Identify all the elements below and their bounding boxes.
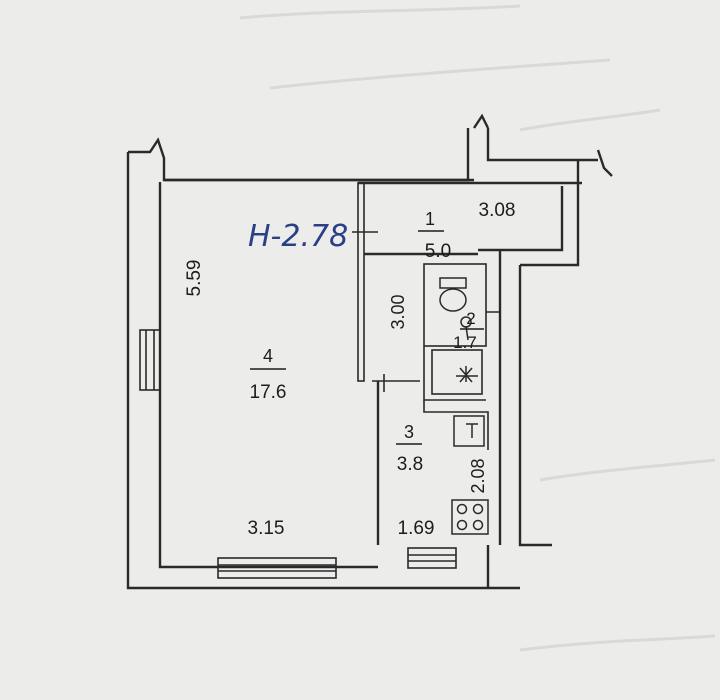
bottom-window-kitchen bbox=[407, 547, 457, 569]
room-4-number: 4 bbox=[263, 346, 273, 366]
room-4-length-dimension: 5.59 bbox=[184, 260, 205, 297]
room-3: 3 3.8 2.08 1.69 bbox=[396, 422, 488, 539]
room-4: 4 17.6 5.59 3.15 bbox=[184, 260, 286, 539]
room-2-area: 1.7 bbox=[453, 333, 477, 352]
kitchen-sink-icon bbox=[456, 366, 478, 383]
bottom-window-room4 bbox=[217, 557, 337, 579]
room-3-number: 3 bbox=[404, 422, 414, 442]
room-3-length-dimension: 2.08 bbox=[468, 458, 488, 493]
room-4-width-dimension: 3.15 bbox=[248, 518, 285, 539]
interior-walls bbox=[352, 182, 501, 545]
background-marks bbox=[239, 4, 716, 652]
toilet-icon bbox=[439, 277, 467, 312]
room-2-number: 2 bbox=[466, 309, 475, 328]
left-window bbox=[139, 329, 161, 391]
outer-walls bbox=[126, 113, 613, 590]
room-3-area: 3.8 bbox=[397, 454, 423, 475]
room-1-number: 1 bbox=[425, 209, 435, 229]
room-2-length-dimension: 3.00 bbox=[388, 294, 408, 329]
room-1: 1 5.0 3.08 bbox=[418, 200, 515, 262]
stove-icon bbox=[451, 499, 489, 535]
room-2: 2 1.7 3.00 bbox=[388, 294, 484, 352]
counter-icon bbox=[453, 415, 485, 447]
ceiling-height-note: H-2.78 bbox=[248, 219, 348, 254]
room-3-width-dimension: 1.69 bbox=[398, 518, 435, 539]
room-4-area: 17.6 bbox=[250, 382, 287, 403]
room-1-width-dimension: 3.08 bbox=[479, 200, 516, 221]
room-1-area: 5.0 bbox=[425, 241, 451, 262]
